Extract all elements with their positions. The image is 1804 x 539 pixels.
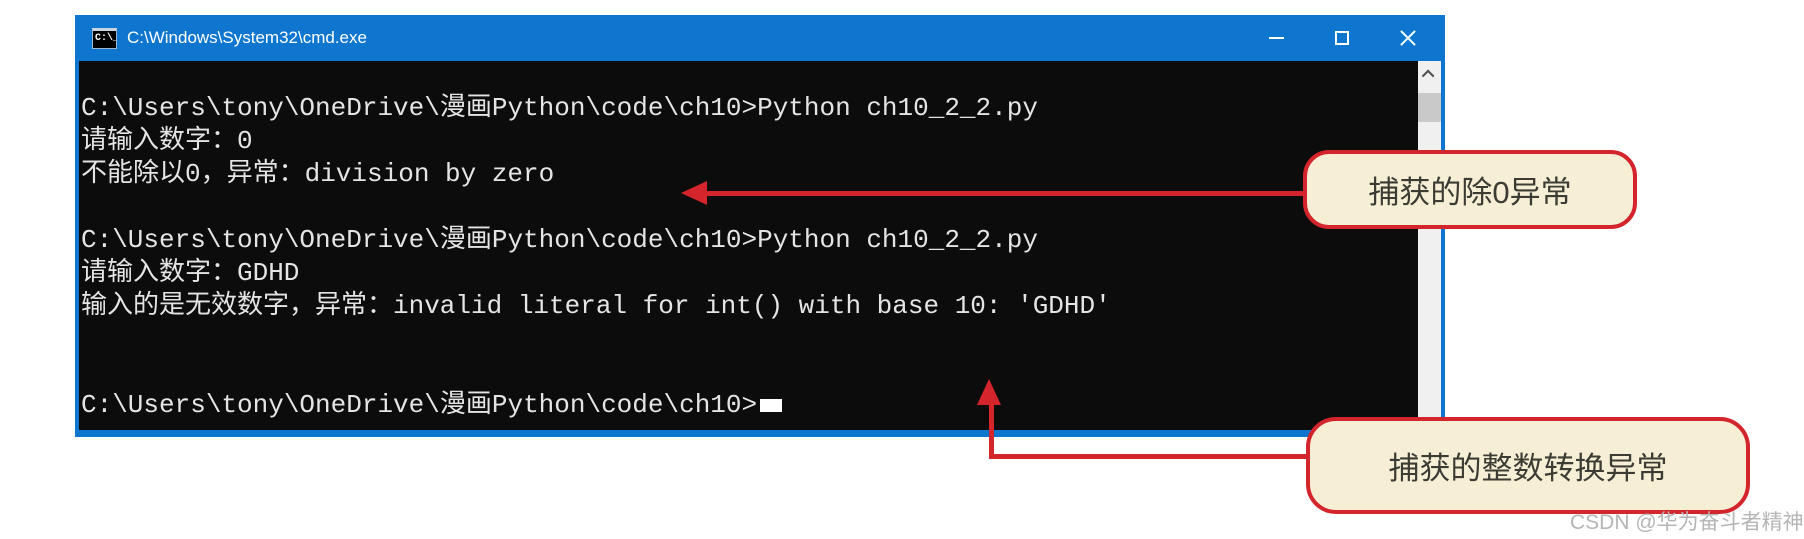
cmd-icon[interactable]: C:\_ xyxy=(92,27,117,49)
callout-divide-zero: 捕获的除0异常 xyxy=(1303,150,1637,229)
callout-divide-zero-label: 捕获的除0异常 xyxy=(1368,175,1572,210)
minimize-icon xyxy=(1268,37,1284,39)
terminal-line: 不能除以0，异常：division by zero xyxy=(81,159,555,189)
cmd-window: C:\_ C:\Windows\System32\cmd.exe C:\User… xyxy=(75,15,1445,437)
scrollbar[interactable] xyxy=(1418,61,1441,430)
window-title: C:\Windows\System32\cmd.exe xyxy=(127,28,367,47)
window-body: C:\Users\tony\OneDrive\漫画Python\code\ch1… xyxy=(79,61,1441,430)
terminal-line xyxy=(81,356,1414,389)
terminal-line: C:\Users\tony\OneDrive\漫画Python\code\ch1… xyxy=(81,93,1038,123)
minimize-button[interactable] xyxy=(1243,15,1309,61)
callout-int-conversion: 捕获的整数转换异常 xyxy=(1306,417,1750,514)
scroll-up-button[interactable] xyxy=(1418,61,1441,87)
arrow-head-left-icon xyxy=(681,181,707,205)
close-icon xyxy=(1399,29,1417,47)
scrollbar-thumb[interactable] xyxy=(1418,93,1441,122)
arrow-line-divide-zero xyxy=(705,191,1306,196)
terminal-output[interactable]: C:\Users\tony\OneDrive\漫画Python\code\ch1… xyxy=(79,61,1418,430)
arrow-hline-int-conversion xyxy=(989,454,1309,459)
chevron-up-icon xyxy=(1421,69,1435,82)
window-controls xyxy=(1243,15,1441,61)
arrow-head-up-icon xyxy=(977,379,1001,405)
maximize-icon xyxy=(1335,31,1349,45)
terminal-prompt-line: C:\Users\tony\OneDrive\漫画Python\code\ch1… xyxy=(81,389,1414,422)
callout-int-conversion-label: 捕获的整数转换异常 xyxy=(1388,451,1668,486)
terminal-line: C:\Users\tony\OneDrive\漫画Python\code\ch1… xyxy=(81,225,1038,255)
terminal-prompt-text: C:\Users\tony\OneDrive\漫画Python\code\ch1… xyxy=(81,390,758,420)
arrow-vline-int-conversion xyxy=(989,397,994,459)
terminal-cursor xyxy=(760,399,783,412)
maximize-button[interactable] xyxy=(1309,15,1375,61)
window-titlebar[interactable]: C:\_ C:\Windows\System32\cmd.exe xyxy=(79,15,1441,61)
terminal-line: 输入的是无效数字，异常：invalid literal for int() wi… xyxy=(81,291,1111,321)
terminal-line: 请输入数字：GDHD xyxy=(81,258,300,288)
close-button[interactable] xyxy=(1375,15,1441,61)
terminal-line: 请输入数字：0 xyxy=(81,126,253,156)
terminal-line xyxy=(81,323,1414,356)
watermark: CSDN @华为奋斗者精神 xyxy=(1570,511,1804,534)
